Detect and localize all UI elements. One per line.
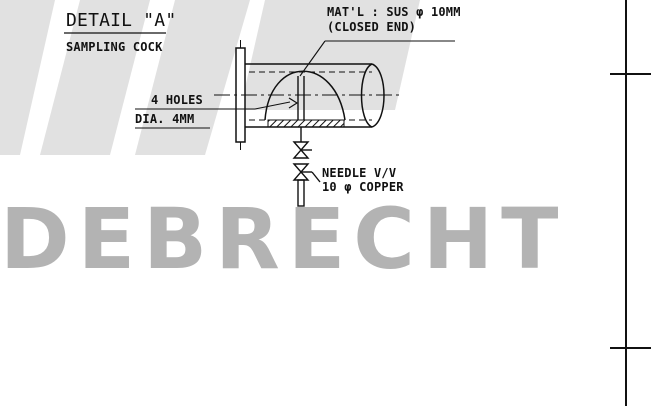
material-note: (CLOSED END) — [327, 20, 417, 34]
material-label: MAT'L : SUS φ 10MM — [327, 5, 461, 19]
valve-size-label: 10 φ COPPER — [322, 180, 404, 194]
watermark-logo — [0, 0, 420, 155]
valve-label: NEEDLE V/V — [322, 166, 397, 180]
needle-valve — [292, 127, 321, 207]
material-leader — [299, 40, 326, 77]
detail-subtitle: SAMPLING COCK — [66, 40, 163, 54]
detail-title: DETAIL "A" — [66, 10, 177, 31]
sheet-border — [610, 0, 651, 406]
weld-hatch — [267, 119, 345, 128]
watermark-text: DEBRECHT — [0, 190, 567, 288]
holes-size-label: DIA. 4MM — [135, 112, 195, 126]
holes-label: 4 HOLES — [151, 93, 203, 107]
